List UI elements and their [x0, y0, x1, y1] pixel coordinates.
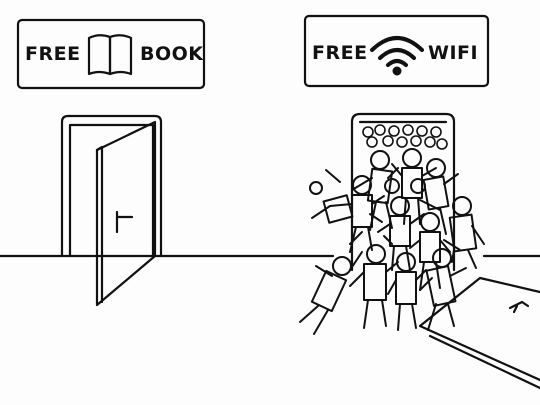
fallen-door	[418, 276, 540, 390]
free-book-sign	[16, 18, 206, 90]
book-doorway	[60, 114, 163, 307]
door-handle	[115, 210, 134, 234]
free-wifi-sign	[303, 14, 490, 88]
wifi-sign-free-label: FREE	[312, 42, 368, 64]
wifi-doorway	[350, 112, 540, 390]
open-door	[95, 120, 157, 307]
open-book-icon	[87, 34, 133, 76]
crowd-of-people	[299, 148, 485, 335]
crowd-background	[362, 124, 448, 150]
book-sign-book-label: BOOK	[140, 43, 204, 65]
wifi-icon	[370, 36, 424, 76]
wifi-sign-wifi-label: WIFI	[428, 42, 479, 64]
book-sign-free-label: FREE	[25, 43, 81, 65]
